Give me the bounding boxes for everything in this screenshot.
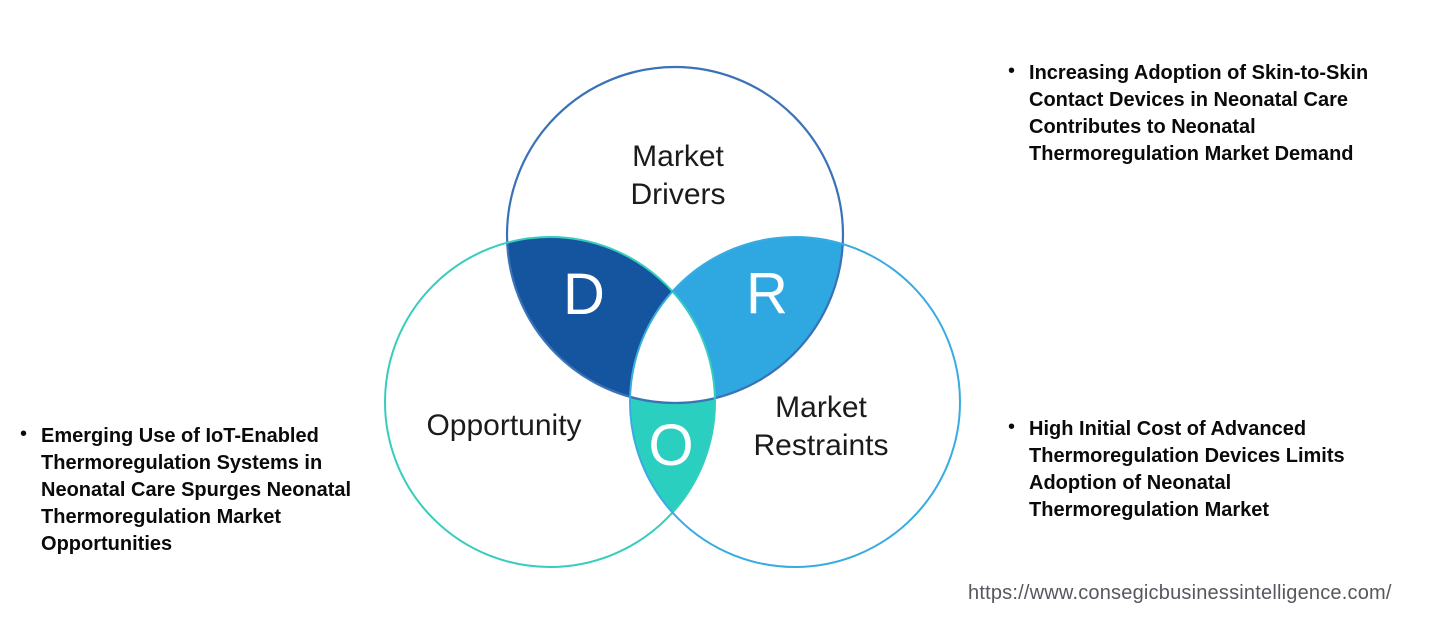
drivers-label-line1: Market <box>632 140 724 173</box>
bullet-icon: • <box>1008 60 1016 82</box>
bullet-icon: • <box>20 423 28 445</box>
letter-d: D <box>563 262 605 327</box>
letter-r: R <box>746 261 788 326</box>
opportunity-restraints-overlap <box>385 237 715 567</box>
opportunity-bullet-text: Emerging Use of IoT-Enabled Thermoregula… <box>41 425 352 555</box>
opportunity-bullet-item: • Emerging Use of IoT-Enabled Thermoregu… <box>20 423 410 558</box>
restraints-label-line2: Restraints <box>753 429 888 462</box>
restraints-circle <box>629 236 961 568</box>
drivers-label-line2: Drivers <box>631 178 726 211</box>
website-url: https://www.consegicbusinessintelligence… <box>968 582 1392 604</box>
restraints-bullet-text: High Initial Cost of Advanced Thermoregu… <box>1029 418 1345 521</box>
drivers-circle <box>505 65 845 405</box>
opportunity-label: Opportunity <box>426 409 581 442</box>
restraints-label-line1: Market <box>775 391 867 424</box>
drivers-bullet-text: Increasing Adoption of Skin-to-Skin Cont… <box>1029 62 1369 165</box>
restraints-bullet-item: • High Initial Cost of Advanced Thermore… <box>1008 416 1428 524</box>
bullet-icon: • <box>1008 416 1016 438</box>
opportunity-circle <box>384 236 716 568</box>
letter-o: O <box>648 413 693 478</box>
drivers-bullet-item: • Increasing Adoption of Skin-to-Skin Co… <box>1008 60 1438 168</box>
